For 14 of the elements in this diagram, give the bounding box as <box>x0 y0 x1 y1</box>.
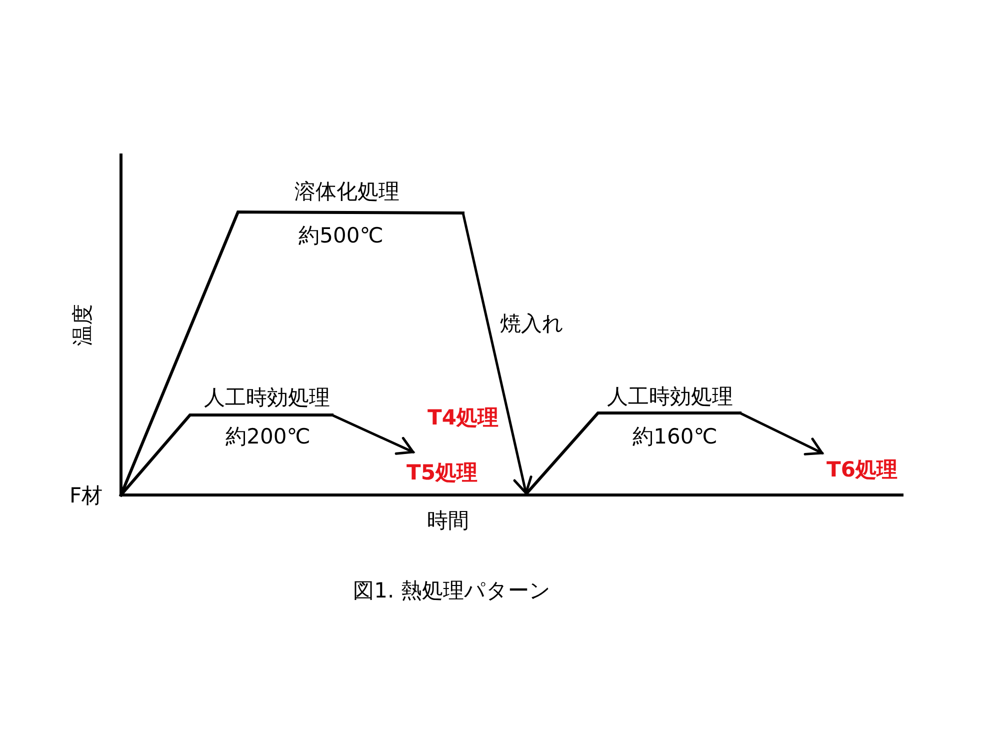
axis-label: 時間 <box>427 509 469 533</box>
treatment-label: T5処理 <box>406 461 478 485</box>
treatment-label: T6処理 <box>826 458 898 482</box>
temperature-value-label: 約200℃ <box>226 425 310 449</box>
figure-caption: 図1. 熱処理パターン <box>353 579 551 603</box>
process-label: 焼入れ <box>500 312 564 336</box>
temperature-value-label: 約500℃ <box>298 224 384 248</box>
process-label: 人工時効処理 <box>607 385 733 409</box>
axis-label: 温度 <box>71 304 95 346</box>
material-label: F材 <box>69 484 103 508</box>
process-label: 溶体化処理 <box>294 180 400 204</box>
temperature-value-label: 約160℃ <box>632 425 718 449</box>
treatment-label: T4処理 <box>428 406 498 430</box>
process-label: 人工時効処理 <box>204 386 330 410</box>
